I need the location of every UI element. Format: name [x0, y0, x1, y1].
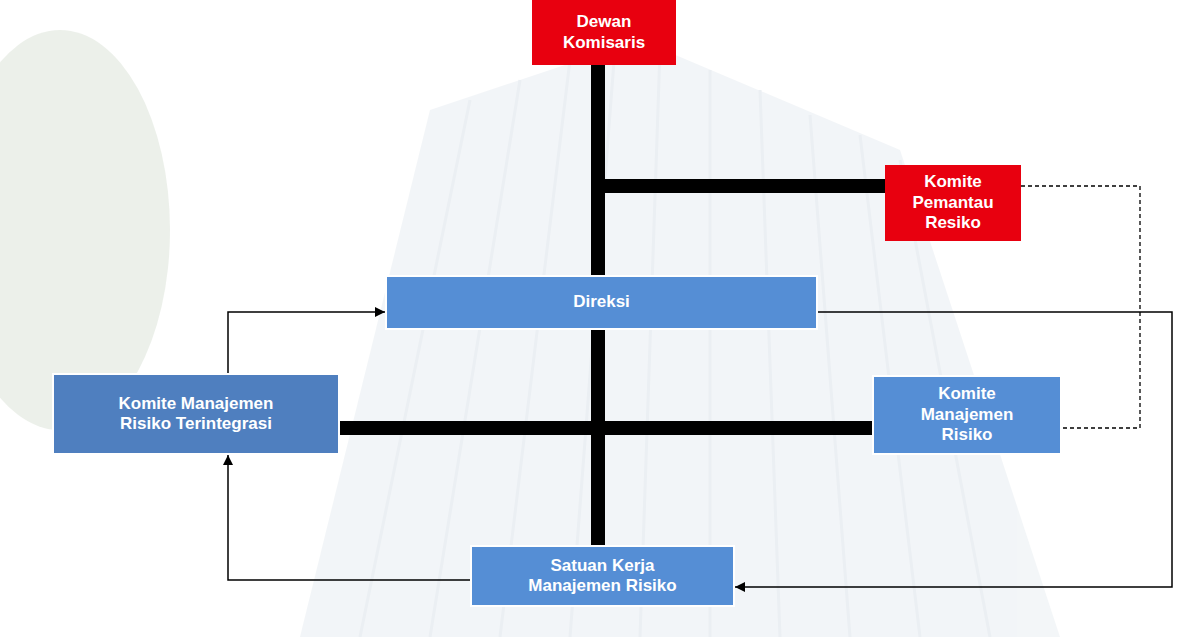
governance-box: Dewan Komisaris: [532, 0, 676, 65]
building-face: [300, 40, 1060, 637]
management-box: Direksi: [385, 275, 818, 330]
structure-line: [598, 330, 872, 428]
box-label: Komite Pemantau Resiko: [901, 172, 1005, 233]
report-arrow: [228, 455, 470, 580]
structure-line: [598, 65, 885, 186]
management-box: Komite Manajemen Risiko Terintegrasi: [52, 373, 340, 455]
building-stripes: [360, 48, 990, 637]
management-box: Komite Manajemen Risiko: [872, 375, 1062, 455]
structure-line: [340, 330, 598, 428]
management-box: Satuan Kerja Manajemen Risiko: [470, 545, 735, 607]
box-label: Komite Manajemen Risiko Terintegrasi: [101, 394, 291, 435]
box-label: Dewan Komisaris: [552, 12, 656, 53]
tree-shade: [0, 30, 170, 430]
report-arrow: [228, 312, 385, 373]
box-label: Komite Manajemen Risiko: [907, 384, 1027, 445]
box-label: Satuan Kerja Manajemen Risiko: [515, 556, 690, 597]
report-arrow: [735, 312, 1172, 587]
building-shade: [300, 40, 1060, 637]
tree-foliage: [0, 30, 170, 430]
governance-box: Komite Pemantau Resiko: [885, 165, 1021, 241]
box-label: Direksi: [573, 292, 630, 312]
